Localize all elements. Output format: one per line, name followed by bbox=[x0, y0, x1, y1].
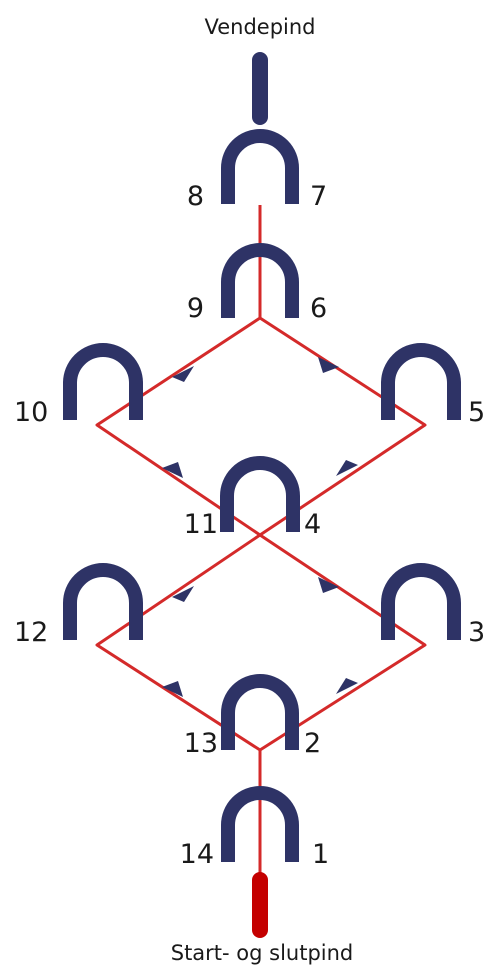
peg-number-4: 4 bbox=[304, 509, 321, 540]
peg-number-3: 3 bbox=[468, 617, 485, 648]
peg-arch-3 bbox=[388, 570, 454, 640]
peg-number-5: 5 bbox=[468, 397, 485, 428]
peg-number-12: 12 bbox=[14, 617, 48, 648]
peg-number-6: 6 bbox=[310, 293, 327, 324]
peg-arch-4-11 bbox=[227, 463, 293, 532]
peg-number-10: 10 bbox=[14, 397, 48, 428]
peg-arch-5 bbox=[388, 350, 454, 420]
peg-number-2: 2 bbox=[304, 728, 321, 759]
peg-number-8: 8 bbox=[187, 181, 204, 212]
peg-arch-7-8 bbox=[228, 136, 292, 204]
peg-number-1: 1 bbox=[312, 839, 329, 870]
peg-number-9: 9 bbox=[187, 293, 204, 324]
arrow-2-to-3 bbox=[336, 678, 358, 694]
peg-arch-2-13 bbox=[228, 681, 292, 750]
peg-arch-10 bbox=[70, 350, 136, 420]
arrow-5-to-6 bbox=[318, 357, 339, 373]
peg-number-14: 14 bbox=[180, 839, 214, 870]
peg-number-13: 13 bbox=[184, 728, 218, 759]
peg-arch-12 bbox=[70, 570, 136, 640]
start-end-peg-label: Start- og slutpind bbox=[171, 941, 354, 965]
turning-peg-label: Vendepind bbox=[204, 15, 315, 39]
peg-number-11: 11 bbox=[184, 509, 218, 540]
peg-number-7: 7 bbox=[310, 181, 327, 212]
